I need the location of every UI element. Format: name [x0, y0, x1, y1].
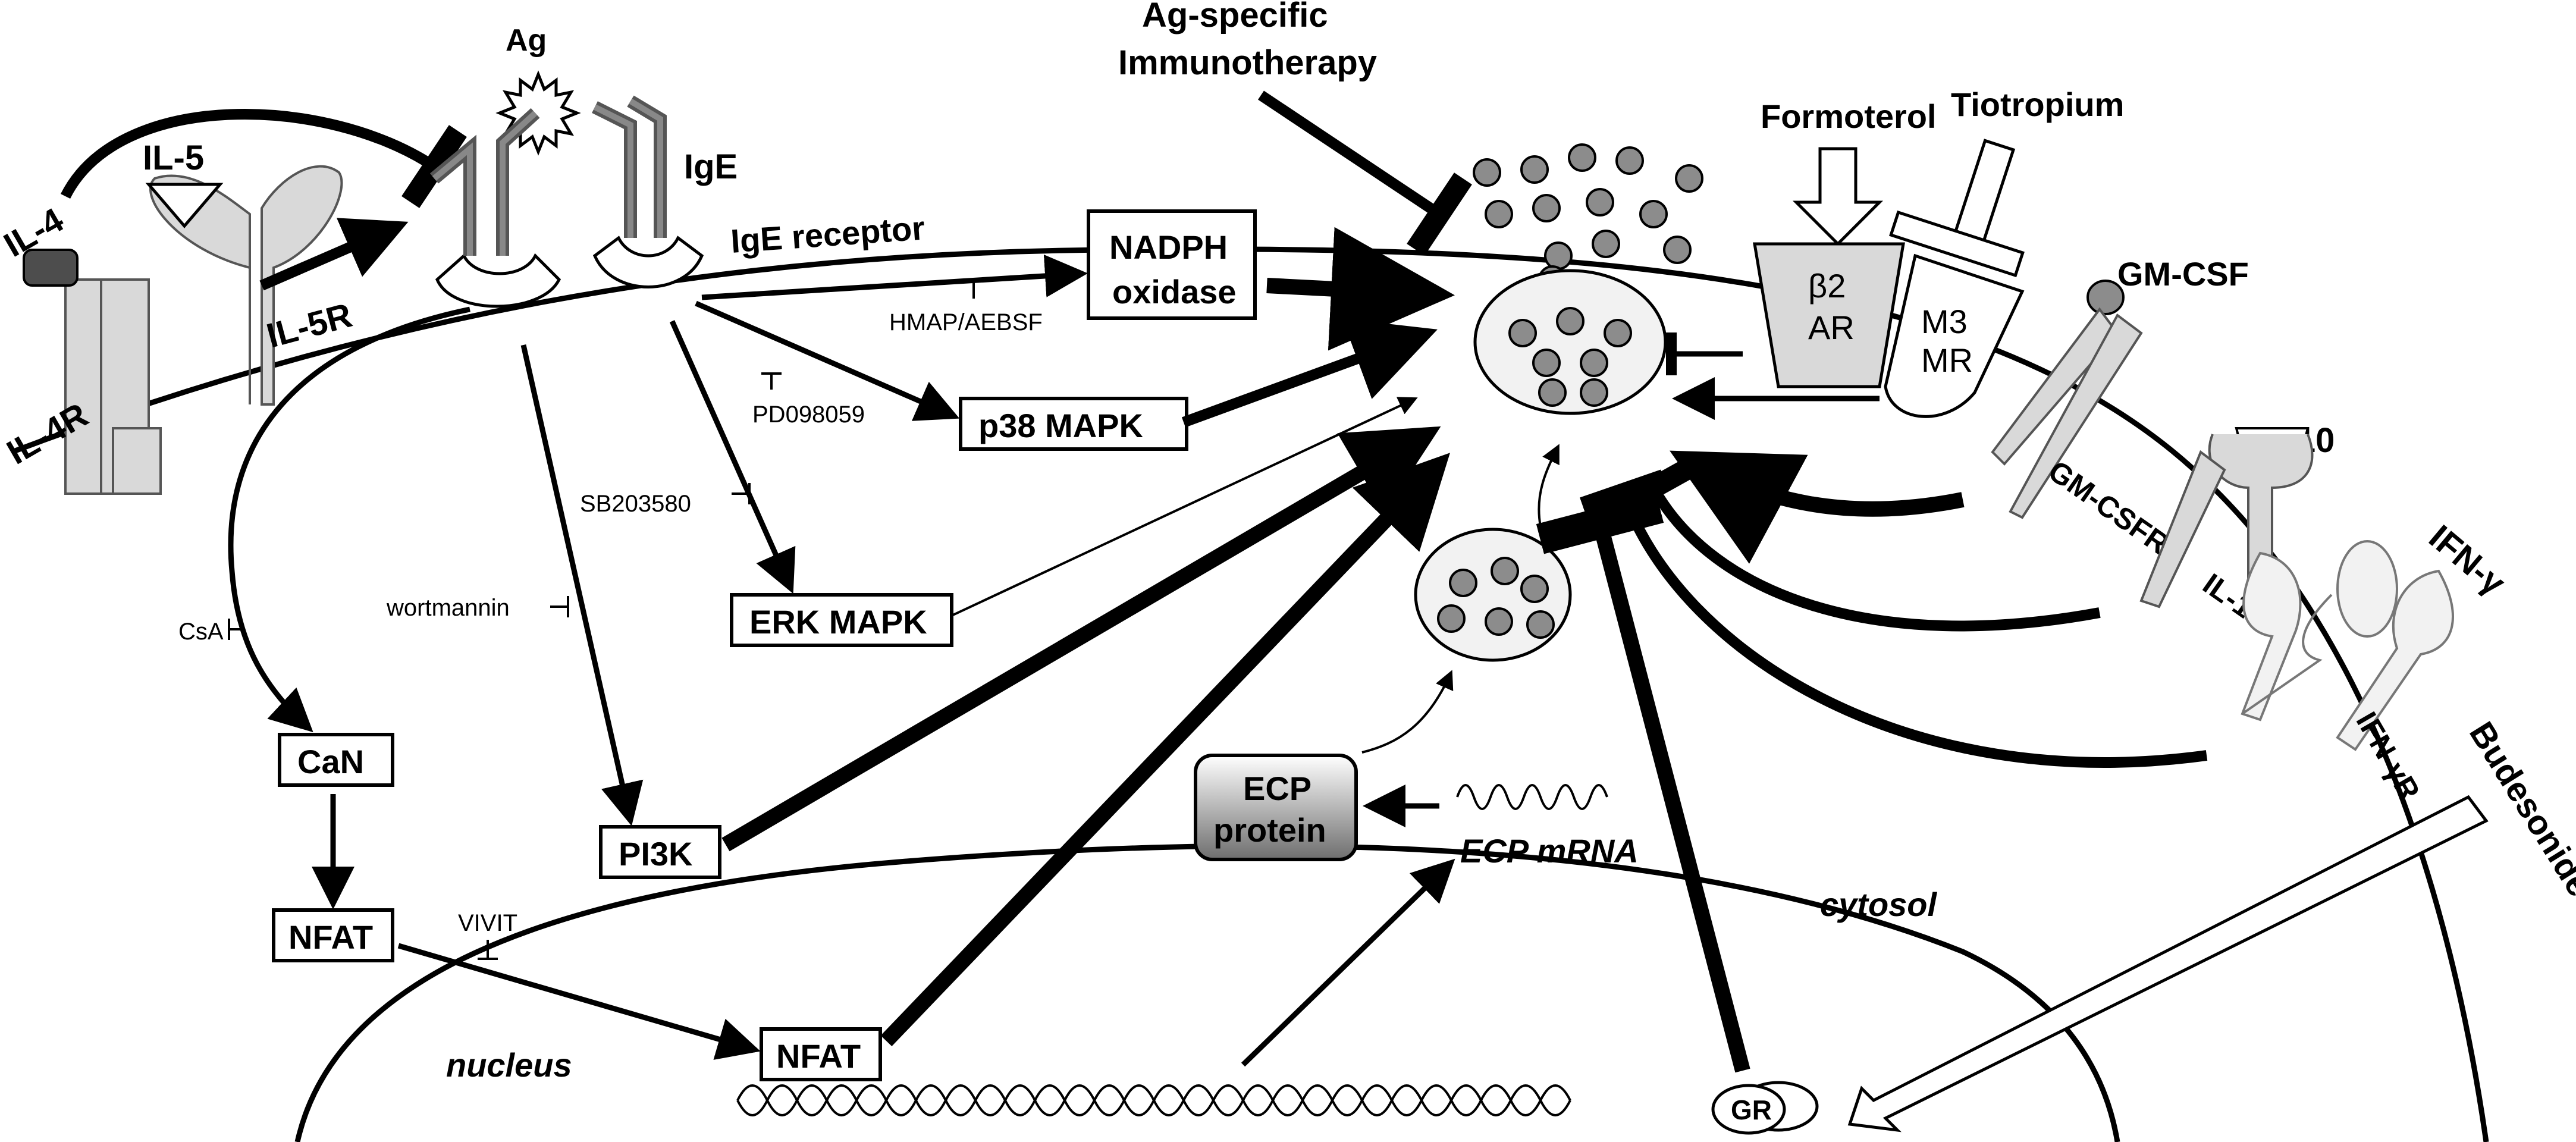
gmcsf-activation — [1670, 450, 1965, 564]
pi3k-label: PI3K — [619, 835, 693, 873]
ecp-protein-box — [1194, 754, 1358, 861]
pd-inhibitor-mark — [761, 372, 782, 390]
m3-label-2: MR — [1921, 341, 1973, 379]
ifng-receptor — [2241, 540, 2454, 751]
tiotropium-stem — [1951, 139, 2016, 248]
vivit-label: VIVIT — [458, 910, 517, 936]
beta2-label-1: β2 — [1808, 267, 1846, 305]
vesicle-fusion-arrow — [1538, 444, 1560, 527]
ige-receptor-label: IgE receptor — [729, 209, 925, 260]
il5-label: IL-5 — [143, 139, 204, 177]
m3-label-1: M3 — [1921, 303, 1968, 340]
erk-mapk-box — [730, 593, 953, 647]
ige-to-nadph — [701, 254, 1088, 300]
ifng-inhibit — [1580, 469, 2208, 768]
tiotropium-label: Tiotropium — [1951, 86, 2124, 123]
nucleus-label: nucleus — [446, 1046, 572, 1084]
tiotropium-head — [1889, 210, 2025, 278]
m3-mr — [1884, 253, 2025, 418]
csa-label: CsA — [178, 619, 224, 645]
ige-receptor-left — [429, 108, 561, 308]
pi3k-box — [599, 825, 721, 879]
pd-label: PD098059 — [752, 401, 865, 428]
gr-label: GR — [1731, 1094, 1772, 1125]
gmcsf-label: GM-CSF — [2117, 255, 2249, 293]
dna-strand-2 — [736, 1084, 1571, 1116]
sb-inhibitor-mark — [732, 483, 751, 504]
il5-activation-arrow — [259, 218, 409, 291]
ige-label: IgE — [684, 148, 738, 186]
cytosol-label: cytosol — [1820, 886, 1937, 923]
nfat-to-degranulation — [880, 453, 1450, 1046]
vivit-inhibitor-mark — [478, 940, 498, 960]
nadph-to-degranulation — [1266, 227, 1455, 351]
formoterol-arrow — [1792, 147, 1884, 246]
hmap-inhibitor-mark — [964, 280, 984, 299]
beta2-ar — [1753, 242, 1905, 388]
il5-receptor — [145, 165, 343, 406]
secretory-vesicle-small — [1414, 528, 1572, 662]
csa-inhibitor-mark — [228, 619, 241, 640]
pi3k-to-degranulation — [721, 426, 1441, 852]
immunotherapy-inhibit — [1258, 90, 1472, 256]
wortmannin-inhibitor-mark — [550, 596, 569, 617]
nfat-nucleus-label: NFAT — [776, 1037, 861, 1075]
secretory-vesicle-large — [1473, 269, 1667, 415]
ige-to-p38 — [695, 300, 960, 421]
formoterol-label: Formoterol — [1761, 98, 1937, 135]
sb-label: SB203580 — [580, 491, 691, 517]
gene-to-mrna — [1241, 858, 1455, 1067]
ecp-mrna-label: ECP mRNA — [1460, 832, 1639, 870]
antigen-label: Ag — [506, 23, 547, 58]
hmap-label: HMAP/AEBSF — [889, 309, 1043, 335]
il10-inhibit — [1611, 457, 2101, 632]
can-box — [278, 733, 394, 787]
nadph-label-1: NADPH — [1109, 228, 1228, 266]
ige-to-erk — [669, 320, 796, 594]
il4-receptor — [23, 249, 162, 495]
ecp-mrna-wave — [1456, 784, 1608, 810]
gmcsf-receptor — [1991, 280, 2143, 519]
erk-label: ERK MAPK — [749, 603, 927, 641]
beta2-label-2: AR — [1808, 309, 1855, 346]
nadph-label-2: oxidase — [1112, 273, 1237, 310]
nadph-oxidase-box — [1087, 209, 1257, 320]
immunotherapy-label-1: Ag-specific — [1142, 0, 1328, 34]
ecp-label-2: protein — [1213, 811, 1326, 849]
budesonide-arrow — [1847, 795, 2489, 1132]
nfat-cytosol-box — [272, 908, 394, 962]
gr-oval-front — [1711, 1084, 1786, 1135]
ige-to-pi3k — [520, 344, 644, 826]
p38-to-degranulation — [1181, 318, 1438, 428]
wortmannin-label: wortmannin — [386, 595, 510, 621]
ecp-to-vesicle — [1361, 670, 1454, 754]
ecp-label-1: ECP — [1243, 770, 1311, 807]
immunotherapy-label-2: Immunotherapy — [1118, 43, 1377, 82]
can-label: CaN — [297, 743, 364, 780]
il4-inhibit-ige — [60, 109, 467, 208]
ige-to-can — [228, 306, 470, 733]
gmcsfr-label: GM-CSFR — [2042, 454, 2175, 561]
antigen-burst — [495, 70, 581, 156]
nfat-nucleus-box — [760, 1027, 882, 1081]
nfat-cytosol-label: NFAT — [288, 918, 373, 956]
gr-inhibit — [1536, 492, 1750, 1073]
p38-label: p38 MAPK — [978, 407, 1143, 444]
ifngr-label: IFN-γR — [2349, 707, 2426, 807]
il10-receptor — [2139, 427, 2314, 608]
nfat-translocation — [397, 943, 761, 1060]
ige-receptor-right — [592, 95, 704, 288]
